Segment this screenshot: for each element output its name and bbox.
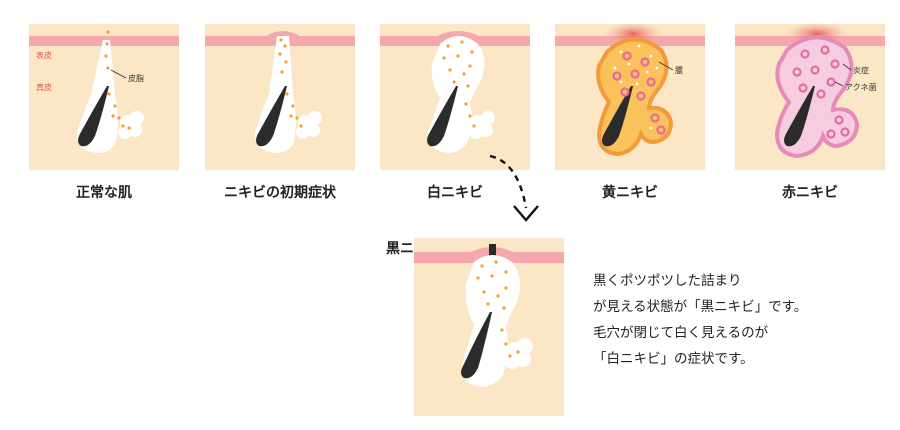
pus-pointer (658, 61, 674, 71)
caption-white-acne: 白ニキビ (427, 185, 483, 201)
hair-root (256, 86, 287, 147)
panel-yellow-acne: 膿 (555, 24, 705, 170)
inflammation-pointer (842, 63, 852, 71)
sebum-dots (278, 38, 303, 128)
caption-red-acne: 赤ニキビ (782, 185, 838, 201)
arrow-head-icon (513, 205, 539, 222)
pore-bump (263, 31, 303, 38)
sebum-dots (104, 30, 131, 130)
pus-label: 膿 (675, 65, 683, 75)
description-line: 黒くポツポツした詰まり (593, 273, 742, 289)
bacteria-label: アクネ菌 (845, 82, 877, 92)
sebum-pointer (110, 69, 127, 79)
bacteria-cluster (792, 45, 850, 139)
caption-normal-skin: 正常な肌 (76, 185, 132, 201)
panel-red-acne: 炎症 アクネ菌 (735, 24, 885, 170)
sebaceous-gland (504, 338, 533, 369)
panel-white-acne (380, 24, 530, 170)
description-line: 「白ニキビ」の症状です。 (593, 351, 754, 367)
caption-early-stage: ニキビの初期症状 (224, 185, 336, 201)
sebum-dots (442, 40, 476, 128)
description-line: が見える状態が「黒ニキビ」です。 (593, 299, 808, 315)
dashed-arrow (489, 154, 539, 222)
inflammation-label: 炎症 (853, 65, 869, 75)
dermis-label: 真皮 (36, 82, 52, 92)
hair-root (602, 86, 633, 147)
panel-black-acne (414, 238, 564, 416)
pus-dots (613, 44, 659, 130)
blackhead-plug (489, 244, 496, 256)
caption-yellow-acne: 黄ニキビ (602, 185, 658, 201)
black-acne-description: 黒くポツポツした詰まり が見える状態が「黒ニキビ」です。 毛穴が閉じて白く見える… (593, 268, 893, 372)
bacteria-pointer (834, 81, 844, 87)
hair-root (427, 86, 458, 147)
hair-root (784, 86, 815, 147)
sebum-label: 皮脂 (128, 73, 144, 83)
description-line: 毛穴が閉じて白く見えるのが (593, 325, 769, 341)
panel-normal-skin: 表皮 真皮 皮脂 (29, 24, 179, 170)
sebaceous-gland (469, 111, 495, 139)
sebum-dots (476, 260, 520, 358)
bacteria-cluster (612, 51, 666, 135)
sebaceous-gland (296, 111, 322, 139)
panel-early-stage (205, 24, 355, 170)
pore-bump (430, 31, 486, 40)
hair-root (461, 312, 492, 379)
hair-root (78, 86, 109, 147)
epidermis-label: 表皮 (36, 50, 52, 60)
sebaceous-gland (118, 111, 144, 139)
